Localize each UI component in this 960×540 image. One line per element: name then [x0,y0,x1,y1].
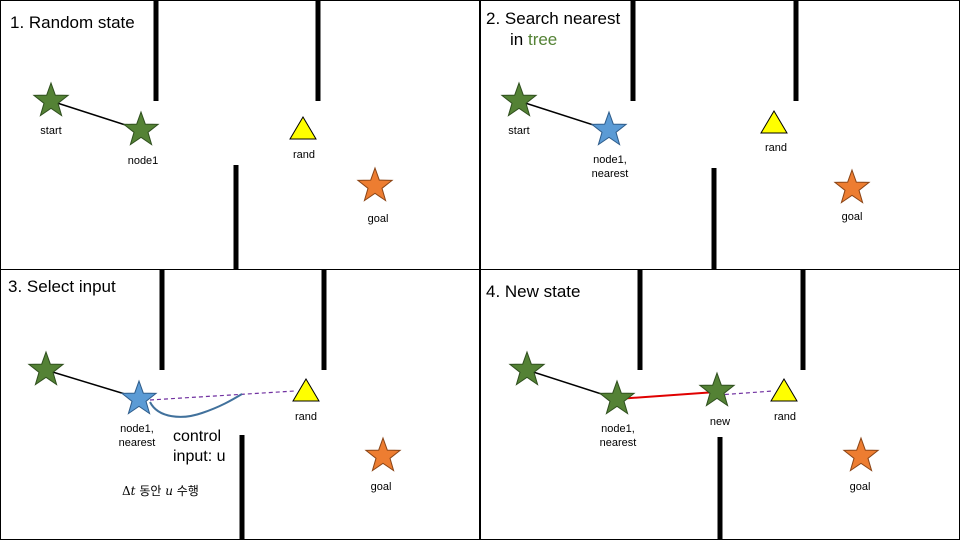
node1-star-icon [599,380,635,415]
start-star-icon [28,351,64,386]
formula-end: 수행 [173,483,199,498]
rand-label: rand [295,411,317,423]
rand-label: rand [774,411,796,423]
panel-title: 2. Search nearest [486,9,620,28]
rand-label: rand [293,149,315,161]
node1-star-icon [123,111,159,146]
nearest-label: nearest [592,168,629,180]
goal-star-icon [365,437,401,472]
rand-triangle-icon [770,378,798,402]
start-label: start [40,125,61,137]
start-star-icon [501,82,537,117]
control-input-label-2: input: u [173,448,225,465]
start-star-icon [33,82,69,117]
dashed-direction-line [149,390,296,401]
goal-label: goal [842,211,863,223]
new-node-star-icon [699,372,735,407]
panel-title: 3. Select input [8,277,116,296]
start-star-icon [509,351,545,386]
formula-delta: Δ [122,484,131,498]
goal-label: goal [368,213,389,225]
node1-label: node1 [128,155,159,167]
control-input-label: control [173,428,221,445]
frame-panel-1 [0,0,480,270]
node1-label: node1, [593,154,627,166]
rand-triangle-icon [760,110,788,134]
control-trajectory [149,393,243,418]
formula-t: t [131,484,136,498]
tree-highlight: tree [528,30,557,49]
panel-title-line2: in tree [510,30,557,49]
panel-2: 2. Search nearest in tree start node1, n… [486,0,870,270]
nearest-star-icon [121,380,157,415]
dashed-direction-line [717,390,774,396]
panel-title: 4. New state [486,282,581,301]
goal-star-icon [843,437,879,472]
goal-star-icon [357,167,393,202]
goal-label: goal [371,481,392,493]
panel-4: 4. New state node1, nearest new rand goa… [486,269,879,540]
start-label: start [508,125,529,137]
new-label: new [710,416,730,428]
node1-label: node1, [601,423,635,435]
goal-star-icon [834,169,870,204]
nearest-label: nearest [600,437,637,449]
rand-triangle-icon [289,116,317,140]
formula-label: Δt 동안 u 수행 [122,483,199,498]
nearest-label: nearest [119,437,156,449]
panel-1: 1. Random state start node1 rand goal [10,0,393,270]
formula-u: u [165,484,173,498]
goal-label: goal [850,481,871,493]
rand-label: rand [765,142,787,154]
new-tree-edge [616,391,717,400]
rand-triangle-icon [292,378,320,402]
nearest-star-icon [591,111,627,146]
title-prefix: in [510,30,528,49]
panel-title: 1. Random state [10,13,135,32]
node1-label: node1, [120,423,154,435]
formula-mid: 동안 [136,484,166,498]
panel-3: 3. Select input node1, nearest rand goal… [8,269,401,540]
